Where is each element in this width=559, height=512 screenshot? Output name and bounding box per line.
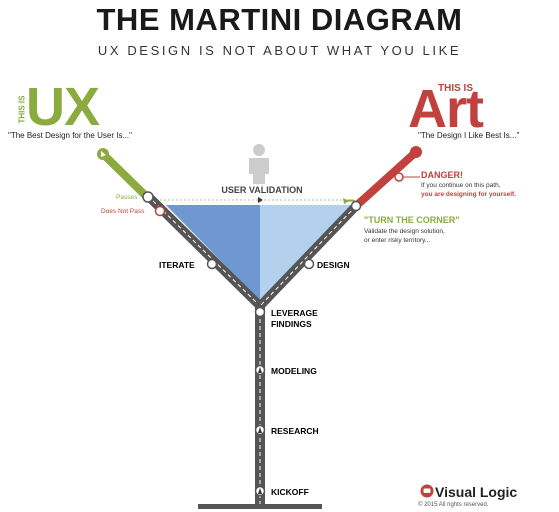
art-quote: "The Design I Like Best Is...": [418, 131, 520, 140]
leverage-label-1: LEVERAGE: [271, 308, 318, 318]
art-this-is-label: THIS IS: [438, 83, 474, 94]
right-glass-dashes: [259, 205, 357, 307]
design-node-icon: [303, 258, 315, 270]
passes-node-icon: [142, 191, 154, 203]
leverage-label-2: FINDINGS: [271, 319, 312, 329]
page-title: THE MARTINI DIAGRAM: [96, 2, 463, 37]
validation-node-icon: [350, 200, 362, 212]
danger-line-1: If you continue on this path,: [421, 182, 501, 189]
art-heading: Art: [408, 79, 484, 139]
danger-line-2: you are designing for yourself.: [421, 191, 516, 198]
iterate-label: ITERATE: [159, 260, 195, 270]
kickoff-label: KICKOFF: [271, 487, 309, 497]
iterate-node-icon: [206, 258, 218, 270]
research-label: RESEARCH: [271, 426, 319, 436]
passes-label: Passes: [116, 194, 138, 201]
kickoff-arrow-icon: [258, 488, 262, 494]
leverage-node-icon: [254, 306, 266, 318]
turn-arrow-head-icon: [343, 198, 349, 204]
turn-line-2: or enter risky territory...: [364, 237, 431, 244]
danger-marker-icon: [394, 172, 404, 182]
danger-heading: DANGER!: [421, 170, 463, 180]
turn-heading: "TURN THE CORNER": [364, 215, 460, 225]
ux-arrow-icon: [101, 151, 106, 157]
validation-arrow-icon: [258, 197, 263, 203]
modeling-arrow-icon: [258, 367, 262, 373]
person-icon: [249, 144, 269, 184]
brand-name: Visual Logic: [435, 484, 518, 500]
ux-path: [99, 150, 152, 202]
copyright: © 2015 All rights reserved.: [418, 502, 489, 508]
ux-heading: UX: [26, 77, 100, 137]
turn-text: Validate the design solution, or enter r…: [364, 227, 484, 245]
design-label: DESIGN: [317, 260, 350, 270]
base: [198, 504, 322, 509]
user-validation-label: USER VALIDATION: [221, 185, 303, 195]
ux-quote: "The Best Design for the User Is...": [8, 131, 132, 140]
not-pass-node-icon: [154, 205, 166, 217]
art-path-end-icon: [410, 146, 422, 158]
danger-text: If you continue on this path, you are de…: [421, 181, 551, 199]
modeling-label: MODELING: [271, 366, 317, 376]
turn-line-1: Validate the design solution,: [364, 228, 445, 235]
research-arrow-icon: [258, 427, 262, 433]
page-subtitle: UX DESIGN IS NOT ABOUT WHAT YOU LIKE: [97, 43, 462, 58]
does-not-pass-label: Does Not Pass: [101, 208, 145, 215]
art-path: [352, 148, 420, 210]
visual-logic-logo-icon: [420, 484, 434, 498]
left-glass-dashes: [147, 195, 261, 307]
